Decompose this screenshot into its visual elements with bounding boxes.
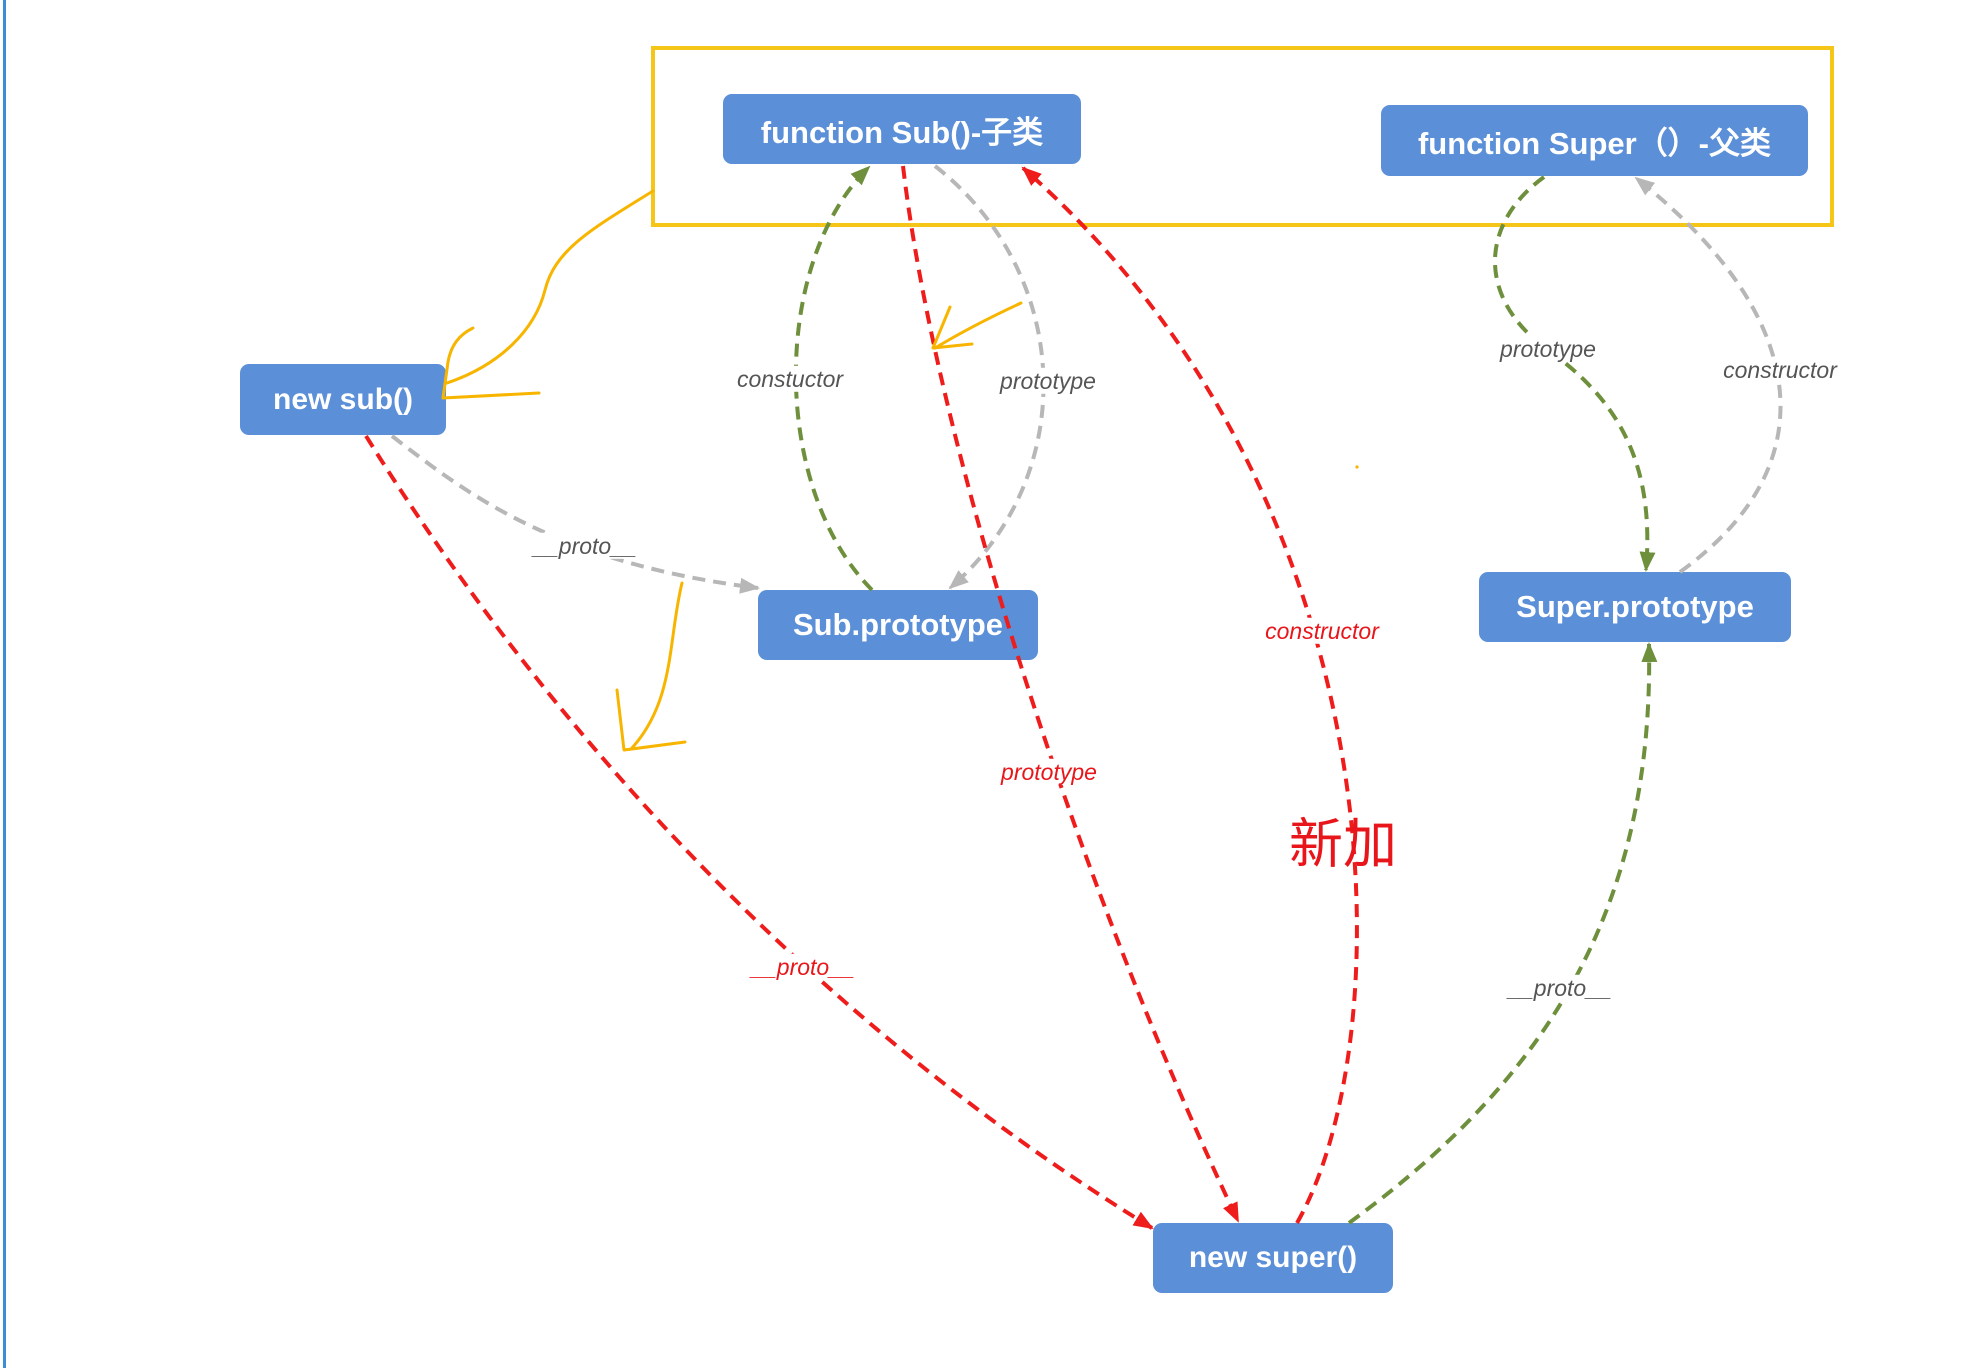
hand-drawn-arrow-down [615, 581, 687, 752]
hand-drawn-arrow-to-new-sub [445, 189, 655, 385]
constructors-highlight-box [651, 46, 1834, 227]
added-annotation-text: 新加 [1289, 812, 1397, 876]
edge-super-function-prototype [1493, 175, 1656, 572]
edge-new-super-constructor [1021, 166, 1359, 1224]
edge-label-super-function-prototype: prototype [1496, 335, 1600, 363]
edge-label-super-prototype-constructor: constructor [1719, 356, 1841, 384]
page-left-border [3, 0, 6, 1368]
edge-label-new-super-constructor: constructor [1261, 617, 1383, 645]
node-sub-function: function Sub()-子类 [723, 94, 1081, 164]
hand-drawn-bracket-new-sub [441, 326, 541, 400]
node-super-prototype: Super.prototype [1479, 572, 1791, 642]
edge-label-new-sub-proto-to-new-super: __proto__ [747, 953, 859, 981]
edge-new-sub-proto-to-sub-prototype [390, 434, 760, 594]
node-sub-prototype: Sub.prototype [758, 590, 1038, 660]
hand-drawn-dot [1355, 465, 1359, 469]
node-new-super: new super() [1153, 1223, 1393, 1293]
edge-new-super-proto-to-super-prototype [1347, 642, 1658, 1225]
edge-sub-function-prototype-to-new-super [901, 165, 1240, 1223]
edge-new-sub-proto-to-new-super [364, 434, 1154, 1230]
edge-label-sub-function-prototype-to-new-super: prototype [997, 758, 1101, 786]
node-super-function: function Super（）-父类 [1381, 105, 1808, 176]
hand-drawn-arrow-sub-prototype-link [931, 301, 1023, 350]
edge-label-new-sub-proto: __proto__ [529, 532, 641, 560]
edge-label-new-super-proto: __proto__ [1504, 974, 1616, 1002]
node-new-sub: new sub() [240, 364, 446, 435]
edge-label-sub-prototype-constructor: constuctor [732, 365, 848, 393]
edge-label-sub-function-prototype: prototype [996, 367, 1100, 395]
